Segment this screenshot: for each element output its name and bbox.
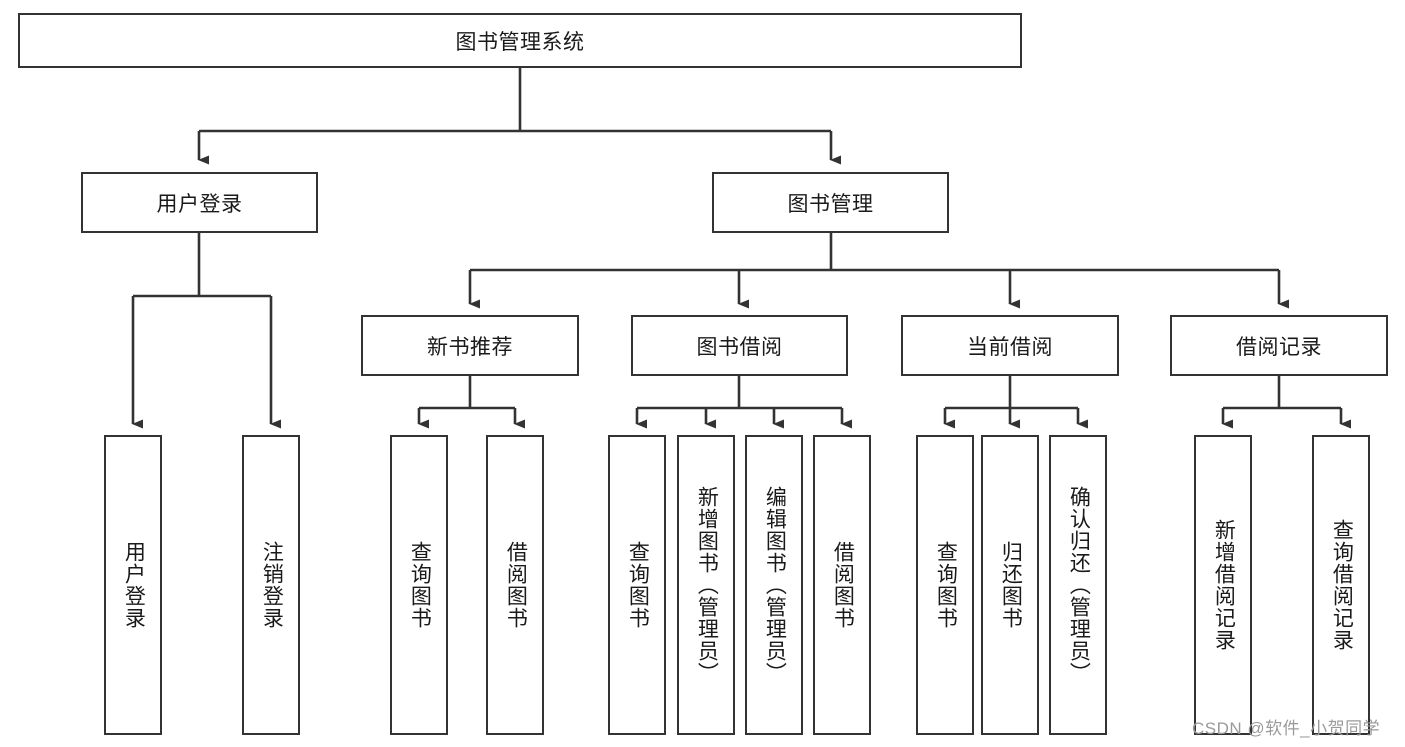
node-new-book-recommend[interactable]: 新书推荐 bbox=[361, 315, 579, 376]
leaf-user-login[interactable]: 用户登录 bbox=[104, 435, 162, 735]
node-label: 借阅记录 bbox=[1236, 335, 1322, 359]
leaf-edit-book-admin[interactable]: 编辑图书（管理员） bbox=[745, 435, 803, 735]
node-label: 图书管理 bbox=[787, 192, 874, 216]
node-label: 注销登录 bbox=[260, 541, 284, 629]
node-label: 用户登录 bbox=[156, 192, 243, 216]
node-label: 图书借阅 bbox=[696, 335, 783, 359]
node-label: 确认归还（管理员） bbox=[1067, 486, 1091, 684]
node-label: 查询图书 bbox=[934, 541, 958, 629]
node-label: 查询图书 bbox=[408, 541, 432, 629]
node-label: 借阅图书 bbox=[831, 541, 855, 629]
node-label: 借阅图书 bbox=[504, 541, 528, 629]
node-user-login[interactable]: 用户登录 bbox=[81, 172, 318, 233]
node-book-management[interactable]: 图书管理 bbox=[712, 172, 949, 233]
node-label: 新增图书（管理员） bbox=[695, 486, 719, 684]
node-label: 用户登录 bbox=[122, 541, 146, 629]
node-label: 当前借阅 bbox=[967, 335, 1053, 359]
leaf-confirm-return-admin[interactable]: 确认归还（管理员） bbox=[1049, 435, 1107, 735]
node-label: 归还图书 bbox=[999, 541, 1023, 629]
node-root-system[interactable]: 图书管理系统 bbox=[18, 13, 1022, 68]
node-label: 编辑图书（管理员） bbox=[763, 486, 787, 684]
leaf-borrow-book[interactable]: 借阅图书 bbox=[813, 435, 871, 735]
leaf-logout-login[interactable]: 注销登录 bbox=[242, 435, 300, 735]
leaf-return-book[interactable]: 归还图书 bbox=[981, 435, 1039, 735]
leaf-borrow-book-recommend[interactable]: 借阅图书 bbox=[486, 435, 544, 735]
node-book-borrow[interactable]: 图书借阅 bbox=[631, 315, 848, 376]
node-label: 新书推荐 bbox=[427, 335, 513, 359]
leaf-query-book-recommend[interactable]: 查询图书 bbox=[390, 435, 448, 735]
node-current-borrow[interactable]: 当前借阅 bbox=[901, 315, 1119, 376]
node-label: 查询图书 bbox=[626, 541, 650, 629]
node-label: 新增借阅记录 bbox=[1212, 519, 1236, 651]
leaf-query-book-borrow[interactable]: 查询图书 bbox=[608, 435, 666, 735]
node-label: 图书管理系统 bbox=[455, 30, 585, 54]
node-borrow-record[interactable]: 借阅记录 bbox=[1170, 315, 1388, 376]
csdn-watermark: CSDN @软件_小贺同学 bbox=[1192, 719, 1381, 738]
leaf-add-book-admin[interactable]: 新增图书（管理员） bbox=[677, 435, 735, 735]
leaf-query-book-current[interactable]: 查询图书 bbox=[916, 435, 974, 735]
leaf-add-borrow-record[interactable]: 新增借阅记录 bbox=[1194, 435, 1252, 735]
leaf-query-borrow-record[interactable]: 查询借阅记录 bbox=[1312, 435, 1370, 735]
node-label: 查询借阅记录 bbox=[1330, 519, 1354, 651]
